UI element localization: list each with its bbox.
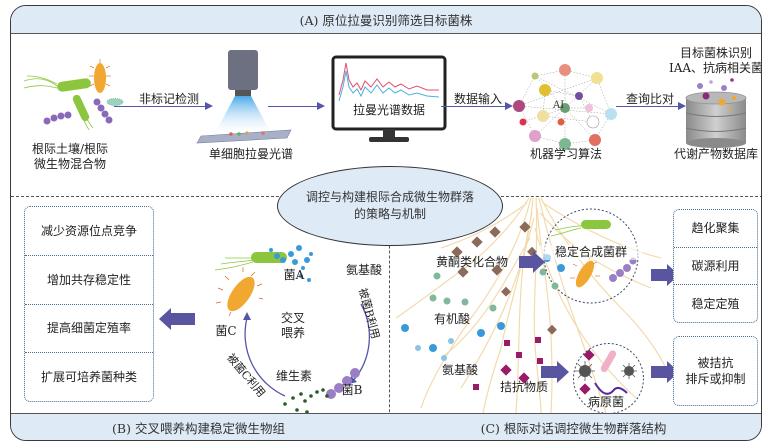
arrow1-label: 非标记检测 bbox=[138, 92, 199, 106]
pathogen-label: 病原菌 bbox=[587, 395, 624, 409]
stable-community-circle bbox=[543, 208, 639, 304]
arrow-right-icon bbox=[268, 102, 325, 110]
benefit-item: 提高细菌定殖率 bbox=[25, 305, 153, 354]
sample-label-line1: 根际土壤/根际 bbox=[31, 142, 109, 156]
effect-item: 稳定定殖 bbox=[691, 296, 740, 311]
benefits-list: 减少资源位点竞争 增加共存稳定性 提高细菌定殖率 扩展可培养菌种类 bbox=[24, 206, 154, 402]
panel-c-title: (C) 根际对话调控微生物群落结构 bbox=[480, 421, 667, 436]
arrow-right-icon bbox=[114, 102, 213, 110]
ml-label: 机器学习算法 bbox=[529, 147, 602, 161]
arrow3-label: 数据输入 bbox=[453, 92, 502, 106]
divider-right bbox=[501, 196, 761, 197]
pathogen-effects-box: 被拮抗 排斥或抑制 bbox=[673, 336, 758, 406]
arrow-right-icon bbox=[616, 102, 686, 110]
pathogen-circle bbox=[573, 343, 644, 414]
database-icon bbox=[685, 78, 747, 148]
vitamin-label: 维生素 bbox=[275, 369, 312, 383]
db-label: 代谢产物数据库 bbox=[673, 147, 758, 161]
arrow-right-icon bbox=[441, 102, 513, 110]
panel-bc-header: (B) 交叉喂养构建稳定微生物组 (C) 根际对话调控微生物群落结构 bbox=[11, 413, 761, 440]
monitor-label: 拉曼光谱数据 bbox=[352, 103, 425, 117]
benefit-item: 减少资源位点竞争 bbox=[25, 207, 153, 256]
central-theme-ellipse: 调控与构建根际合成微生物群落 的策略与机制 bbox=[277, 166, 503, 246]
cycle-center-label: 交叉 喂养 bbox=[273, 311, 313, 341]
stable-community-label: 稳定合成菌群 bbox=[539, 245, 643, 260]
flavonoids-label: 黄酮类化合物 bbox=[435, 255, 508, 269]
ai-text: AI bbox=[552, 100, 564, 111]
effect-item: 趋化聚集 bbox=[674, 210, 757, 248]
cycle-center-line2: 喂养 bbox=[280, 326, 305, 340]
effect-item: 碳源利用 bbox=[674, 248, 757, 286]
target-label-line1: 目标菌株识别 bbox=[679, 46, 752, 60]
fat-arrow-left-icon bbox=[159, 308, 195, 330]
amino-acids-label: 氨基酸 bbox=[441, 363, 478, 377]
target-label-line2: IAA、抗病相关菌 bbox=[668, 61, 762, 75]
bacterium-b-label: 菌B bbox=[341, 383, 363, 397]
organic-acids-label: 有机酸 bbox=[433, 312, 470, 326]
divider-vertical bbox=[389, 196, 390, 440]
bacterium-c bbox=[227, 276, 255, 312]
pathogen-effect-item: 被拮抗 排斥或抑制 bbox=[674, 337, 757, 405]
figure-frame: (A) 原位拉曼识别筛选目标菌株 根际土壤/根际 微生物混合物 非标记检测 bbox=[10, 5, 762, 441]
antagonists-label: 拮抗物质 bbox=[499, 380, 548, 394]
panel-a-header: (A) 原位拉曼识别筛选目标菌株 bbox=[11, 6, 761, 34]
pathogen-effect-line1: 被拮抗 bbox=[697, 356, 734, 370]
pathogen-effect-line2: 排斥或抑制 bbox=[685, 372, 746, 386]
root-system-illustration bbox=[395, 197, 667, 414]
panel-b-header: (B) 交叉喂养构建稳定微生物组 bbox=[11, 414, 386, 440]
central-theme-line1: 调控与构建根际合成微生物群落 bbox=[305, 190, 474, 204]
cycle-arrow-head bbox=[243, 312, 251, 320]
panel-b-title: (B) 交叉喂养构建稳定微生物组 bbox=[112, 421, 285, 436]
bacterium-c-label: 菌C bbox=[215, 324, 237, 338]
amino-acid-label: 氨基酸 bbox=[345, 263, 382, 277]
cross-feeding-cycle bbox=[214, 245, 371, 418]
divider-left bbox=[11, 196, 279, 197]
benefit-item: 增加共存稳定性 bbox=[25, 256, 153, 305]
raman-label: 单细胞拉曼光谱 bbox=[208, 147, 293, 161]
microscope-icon bbox=[196, 50, 292, 144]
arrow4-label: 查询比对 bbox=[625, 92, 674, 106]
fat-arrow-right-icon bbox=[651, 264, 679, 286]
fat-arrow-right-icon bbox=[519, 251, 545, 273]
cycle-center-line1: 交叉 bbox=[280, 311, 305, 325]
bacteria-mix-icon bbox=[23, 59, 124, 131]
benefit-item: 扩展可培养菌种类 bbox=[40, 370, 137, 385]
panel-a-title: (A) 原位拉曼识别筛选目标菌株 bbox=[299, 13, 473, 28]
target-label: 目标菌株识别 IAA、抗病相关菌 bbox=[661, 46, 762, 76]
monitor-icon bbox=[331, 55, 447, 142]
sample-label: 根际土壤/根际 微生物混合物 bbox=[15, 142, 125, 172]
central-theme-line2: 的策略与机制 bbox=[353, 207, 426, 221]
panel-c-header: (C) 根际对话调控微生物群落结构 bbox=[386, 414, 761, 440]
sample-label-line2: 微生物混合物 bbox=[33, 157, 106, 171]
fat-arrow-right-icon bbox=[541, 361, 569, 383]
neural-network-icon: AI bbox=[513, 64, 617, 150]
bacterium-a-label: 菌A bbox=[283, 268, 305, 282]
stable-effects-list: 趋化聚集 碳源利用 稳定定殖 bbox=[673, 209, 758, 323]
fat-arrow-right-icon bbox=[651, 361, 679, 383]
